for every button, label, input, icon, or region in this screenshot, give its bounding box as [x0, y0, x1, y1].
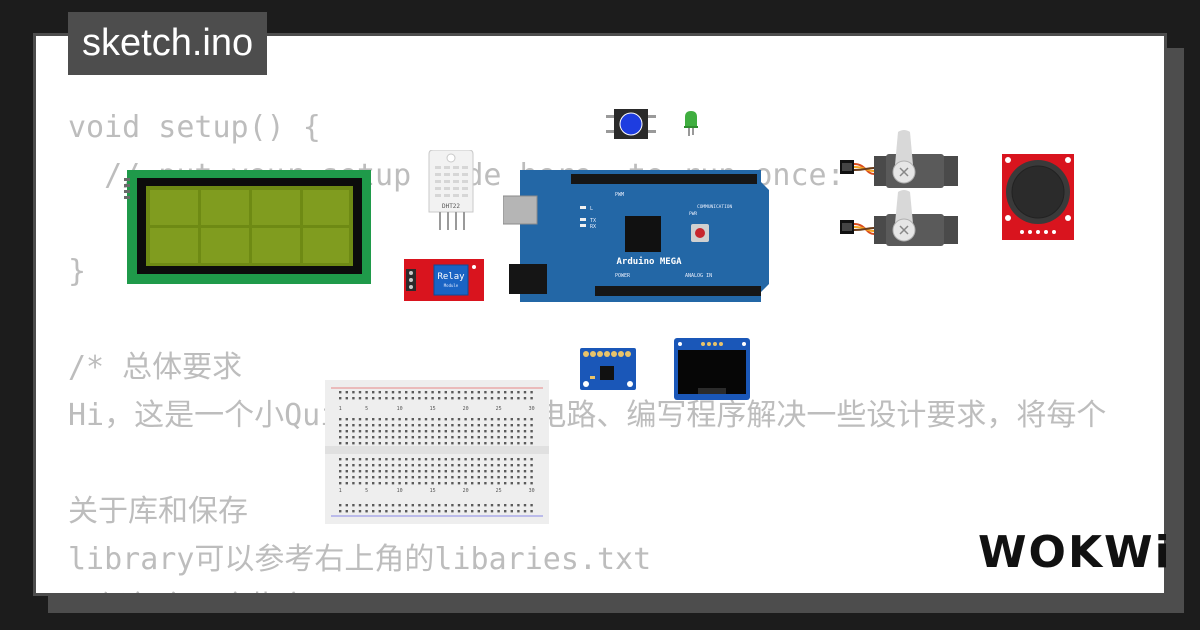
- tx-label: TX: [590, 218, 596, 224]
- breadboard-column-number: 15: [430, 406, 436, 412]
- relay-label: Relay: [437, 272, 465, 282]
- code-line: }: [68, 254, 87, 289]
- breadboard-column-number: 1: [339, 488, 342, 494]
- led[interactable]: [683, 111, 699, 137]
- pwm-label: PWM: [615, 192, 624, 198]
- breadboard-column-number: 5: [365, 488, 368, 494]
- breadboard-column-number: 15: [430, 488, 436, 494]
- mpu6050-imu[interactable]: [580, 348, 636, 390]
- reset-button[interactable]: [695, 228, 705, 238]
- breadboard-column-number: 1: [339, 406, 342, 412]
- mcu-chip: [625, 216, 661, 252]
- analog-in-label: ANALOG IN: [685, 273, 712, 279]
- code-line: void setup() {: [68, 110, 321, 145]
- rx-label: RX: [590, 224, 596, 230]
- diagram-card[interactable]: void setup() { // put your setup code he…: [33, 33, 1167, 596]
- code-line: 关于库和保存: [68, 494, 248, 529]
- servo-motor-bottom[interactable]: [840, 190, 962, 248]
- file-tab[interactable]: sketch.ino: [68, 12, 268, 75]
- analog-joystick[interactable]: [1002, 154, 1076, 240]
- relay-module[interactable]: Relay Module: [404, 259, 486, 303]
- lcd-display[interactable]: [124, 170, 372, 286]
- relay-sublabel: Module: [444, 283, 459, 288]
- arduino-mega-board[interactable]: L TX RX PWM COMMUNICATION PWR Arduino ME…: [503, 168, 771, 304]
- wokwi-logo: WOKWi: [978, 527, 1172, 578]
- communication-label: COMMUNICATION: [697, 204, 733, 210]
- breadboard-column-number: 25: [496, 488, 502, 494]
- code-line: library可以参考右上角的libaries.txt: [68, 542, 652, 577]
- servo-motor-top[interactable]: [840, 128, 962, 190]
- pwr-led-label: PWR: [689, 211, 697, 217]
- oled-display[interactable]: [674, 338, 750, 400]
- l-led-label: L: [590, 206, 593, 212]
- breadboard-column-number: 30: [529, 488, 535, 494]
- breadboard-column-number: 10: [397, 488, 403, 494]
- power-jack: [509, 264, 547, 294]
- pushbutton[interactable]: [606, 107, 656, 141]
- code-line: 已经包含了这些库: [68, 584, 1133, 593]
- dht22-sensor[interactable]: DHT22: [427, 150, 475, 232]
- breadboard-column-number: 30: [529, 406, 535, 412]
- breadboard-column-number: 10: [397, 406, 403, 412]
- code-line: [68, 440, 1133, 488]
- power-label: POWER: [615, 273, 631, 279]
- usb-port: [503, 195, 538, 225]
- arduino-board-label: Arduino MEGA: [616, 256, 682, 267]
- breadboard-column-number: 20: [463, 488, 469, 494]
- breadboard-column-number: 20: [463, 406, 469, 412]
- code-line: /* 总体要求: [68, 350, 243, 385]
- breadboard-column-number: 5: [365, 406, 368, 412]
- dht22-label: DHT22: [442, 203, 460, 210]
- breadboard-column-number: 25: [496, 406, 502, 412]
- code-line: Hi，这是一个小Quiz，你需要搭建电路、编写程序解决一些设计要求，将每个: [68, 398, 1107, 433]
